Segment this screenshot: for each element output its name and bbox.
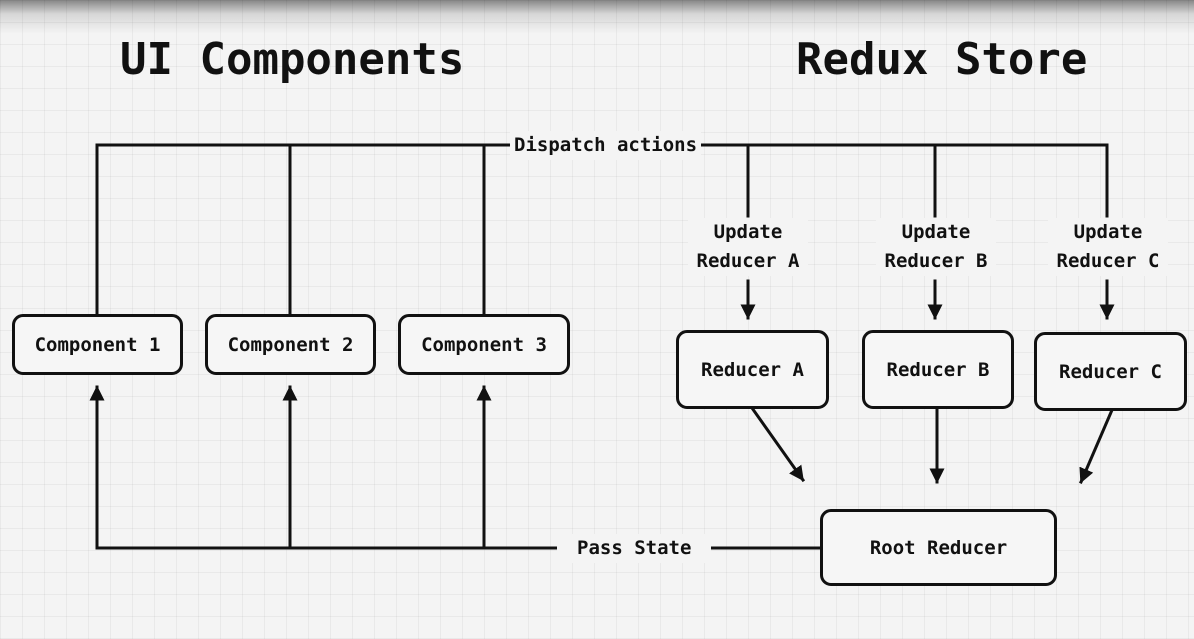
root-reducer-box: Root Reducer [820,509,1057,586]
update-a-line-1: Update [713,221,783,243]
component-1-box: Component 1 [12,314,183,375]
update-c-line-2: Reducer C [1056,250,1160,272]
ui-components-title: UI Components [120,34,465,85]
update-b-line-1: Update [901,221,971,243]
component-3-box: Component 3 [398,314,570,375]
update-reducer-c-label: Update Reducer C [1048,218,1168,276]
reducer-a-box: Reducer A [676,330,829,409]
update-reducer-b-label: Update Reducer B [876,218,996,276]
arrow-reducer-a-to-root [749,405,806,483]
dispatch-actions-label: Dispatch actions [510,131,702,160]
update-reducer-a-label: Update Reducer A [688,218,808,276]
update-c-line-1: Update [1073,221,1143,243]
arrow-reducer-c-to-root [1079,408,1114,484]
reducer-c-box: Reducer C [1034,332,1187,411]
reducer-b-box: Reducer B [862,330,1014,409]
update-a-line-2: Reducer A [696,250,800,272]
update-b-line-2: Reducer B [884,250,988,272]
pass-state-label: Pass State [557,534,712,563]
component-2-box: Component 2 [205,314,376,375]
redux-store-title: Redux Store [796,34,1088,85]
